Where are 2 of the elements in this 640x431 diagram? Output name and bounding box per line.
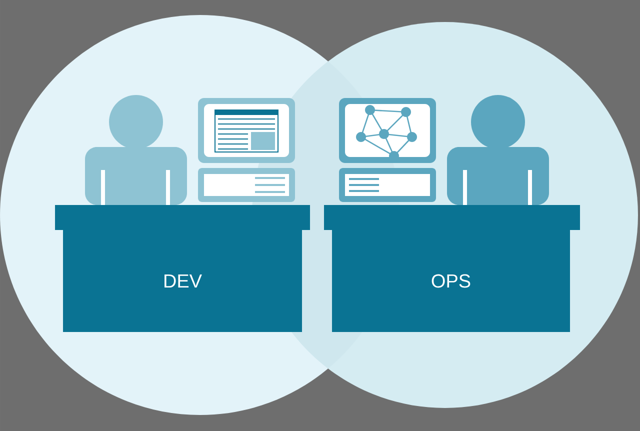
desk-box: OPS	[324, 205, 580, 332]
desk-box: DEV	[55, 205, 310, 332]
